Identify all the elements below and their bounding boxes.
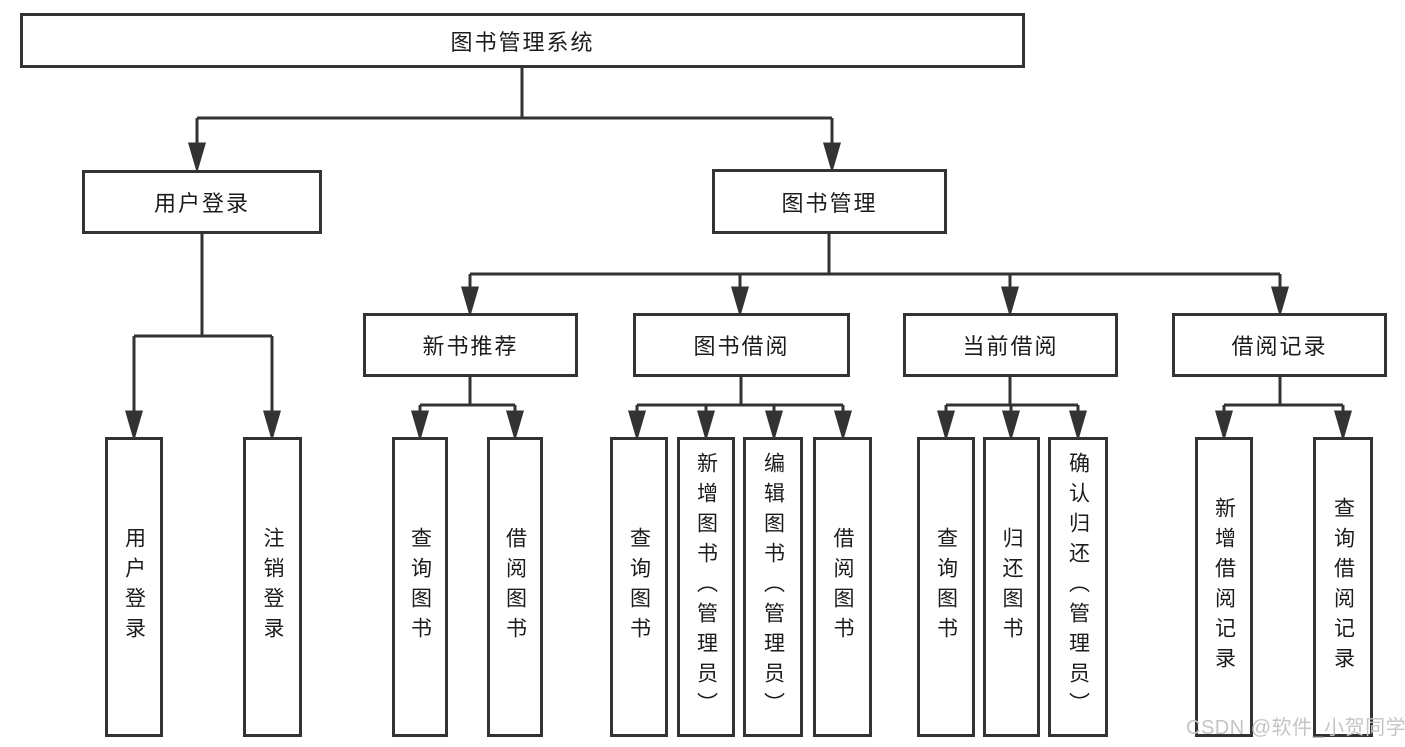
arrow-down-icon <box>765 410 783 442</box>
edge-new-book-recommend-children <box>411 377 524 442</box>
arrow-down-icon <box>506 410 524 442</box>
edge-borrow-records-children <box>1215 377 1352 442</box>
node-label: 注销登录 <box>261 527 284 647</box>
edge-current-borrow-children <box>937 377 1087 442</box>
leaf-edit-book-admin: 编辑图书（管理员） <box>743 437 803 737</box>
arrow-down-icon <box>1069 410 1087 442</box>
leaf-confirm-return-admin: 确认归还（管理员） <box>1048 437 1108 737</box>
arrow-down-icon <box>411 410 429 442</box>
node-label: 借阅记录 <box>1231 334 1328 359</box>
arrow-down-icon <box>125 410 143 442</box>
node-label: 归还图书 <box>1000 527 1023 647</box>
node-label: 新增图书（管理员） <box>694 452 718 722</box>
leaf-return-books: 归还图书 <box>983 437 1040 737</box>
arrow-down-icon <box>834 410 852 442</box>
node-current-borrow: 当前借阅 <box>903 313 1118 377</box>
arrow-down-icon <box>697 410 715 442</box>
arrow-down-icon <box>1334 410 1352 442</box>
node-label: 查询图书 <box>408 527 432 647</box>
leaf-query-books-2: 查询图书 <box>610 437 668 737</box>
leaf-query-borrow-record: 查询借阅记录 <box>1313 437 1373 737</box>
arrow-down-icon <box>823 142 841 174</box>
node-new-book-recommend: 新书推荐 <box>363 313 578 377</box>
arrow-down-icon <box>1271 286 1289 318</box>
leaf-user-login: 用户登录 <box>105 437 163 737</box>
node-label: 用户登录 <box>122 527 146 647</box>
node-label: 图书借阅 <box>693 334 790 359</box>
node-label: 借阅图书 <box>831 527 854 647</box>
leaf-borrow-books-2: 借阅图书 <box>813 437 872 737</box>
edge-user-login-children <box>125 233 281 442</box>
edge-root-to-level2 <box>188 68 841 174</box>
leaf-query-books-1: 查询图书 <box>392 437 448 737</box>
node-label: 新增借阅记录 <box>1212 497 1236 677</box>
leaf-add-book-admin: 新增图书（管理员） <box>677 437 735 737</box>
edge-book-management-children <box>461 234 1289 318</box>
arrow-down-icon <box>1215 410 1233 442</box>
node-label: 用户登录 <box>153 191 250 216</box>
leaf-add-borrow-record: 新增借阅记录 <box>1195 437 1253 737</box>
node-label: 查询图书 <box>627 527 651 647</box>
watermark: CSDN @软件_小贺同学 <box>1186 717 1405 739</box>
node-label: 查询借阅记录 <box>1331 497 1355 677</box>
leaf-query-books-3: 查询图书 <box>917 437 975 737</box>
arrow-down-icon <box>263 410 281 442</box>
edge-book-borrow-children <box>628 377 852 442</box>
arrow-down-icon <box>731 286 749 318</box>
arrow-down-icon <box>628 410 646 442</box>
node-label: 借阅图书 <box>503 527 527 647</box>
arrow-down-icon <box>1001 286 1019 318</box>
node-label: 图书管理系统 <box>450 29 595 55</box>
arrow-down-icon <box>461 286 479 318</box>
node-library-system: 图书管理系统 <box>20 13 1025 68</box>
node-label: 新书推荐 <box>422 334 519 359</box>
node-label: 当前借阅 <box>962 334 1059 359</box>
node-label: 图书管理 <box>781 190 878 216</box>
node-book-borrow: 图书借阅 <box>633 313 850 377</box>
leaf-logout: 注销登录 <box>243 437 302 737</box>
node-user-login: 用户登录 <box>82 170 322 234</box>
node-label: 查询图书 <box>934 527 958 647</box>
node-borrow-records: 借阅记录 <box>1172 313 1387 377</box>
node-label: 确认归还（管理员） <box>1066 452 1090 722</box>
node-label: 编辑图书（管理员） <box>761 452 785 722</box>
node-book-management: 图书管理 <box>712 169 947 234</box>
arrow-down-icon <box>1002 410 1020 442</box>
arrow-down-icon <box>188 142 206 174</box>
leaf-borrow-books-1: 借阅图书 <box>487 437 543 737</box>
arrow-down-icon <box>937 410 955 442</box>
